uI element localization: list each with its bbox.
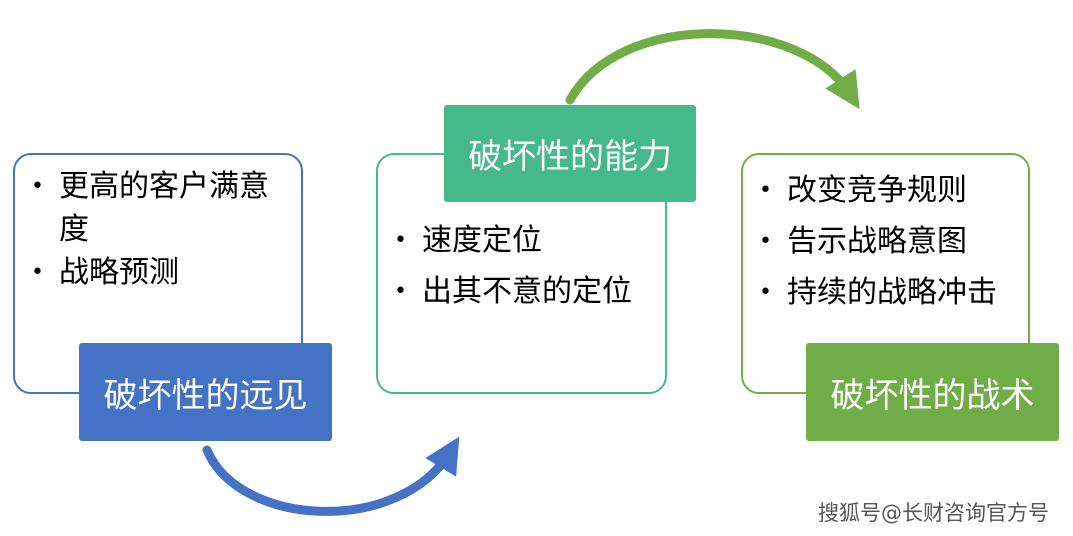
bullet-icon: • bbox=[759, 280, 772, 305]
bullet-icon: • bbox=[31, 174, 44, 199]
list-item: • 持续的战略冲击 bbox=[751, 267, 1026, 318]
tactics-title-box: 破坏性的战术 bbox=[806, 343, 1059, 441]
list-item-text: 速度定位 bbox=[422, 223, 542, 258]
list-item: • 更高的客户满意度 bbox=[23, 165, 285, 251]
bullet-icon: • bbox=[394, 228, 407, 253]
watermark: 搜狐号@长财咨询官方号 bbox=[818, 501, 1049, 525]
tactics-panel: • 改变竞争规则 • 告示战略意图 • 持续的战略冲击 bbox=[741, 153, 1030, 394]
list-item-text: 更高的客户满意度 bbox=[59, 169, 269, 247]
list-item-text: 战略预测 bbox=[59, 255, 179, 290]
lower-curved-arrow bbox=[202, 436, 460, 516]
ability-title-box: 破坏性的能力 bbox=[444, 105, 696, 202]
upper-curved-arrow bbox=[565, 29, 860, 110]
list-item-text: 改变竞争规则 bbox=[787, 173, 967, 208]
list-item: • 告示战略意图 bbox=[751, 216, 1026, 267]
vision-panel: • 更高的客户满意度 • 战略预测 bbox=[13, 153, 303, 394]
tactics-list: • 改变竞争规则 • 告示战略意图 • 持续的战略冲击 bbox=[751, 165, 1026, 318]
list-item: • 速度定位 bbox=[386, 215, 661, 266]
list-item-text: 告示战略意图 bbox=[787, 224, 967, 259]
list-item-text: 出其不意的定位 bbox=[422, 274, 632, 309]
list-item-text: 持续的战略冲击 bbox=[787, 275, 997, 310]
bullet-icon: • bbox=[31, 260, 44, 285]
list-item: • 战略预测 bbox=[23, 251, 285, 294]
list-item: • 改变竞争规则 bbox=[751, 165, 1026, 216]
list-item: • 出其不意的定位 bbox=[386, 266, 661, 317]
ability-list: • 速度定位 • 出其不意的定位 bbox=[386, 215, 661, 317]
vision-list: • 更高的客户满意度 • 战略预测 bbox=[23, 165, 285, 294]
bullet-icon: • bbox=[759, 229, 772, 254]
vision-title-box: 破坏性的远见 bbox=[79, 343, 332, 441]
bullet-icon: • bbox=[394, 279, 407, 304]
bullet-icon: • bbox=[759, 178, 772, 203]
